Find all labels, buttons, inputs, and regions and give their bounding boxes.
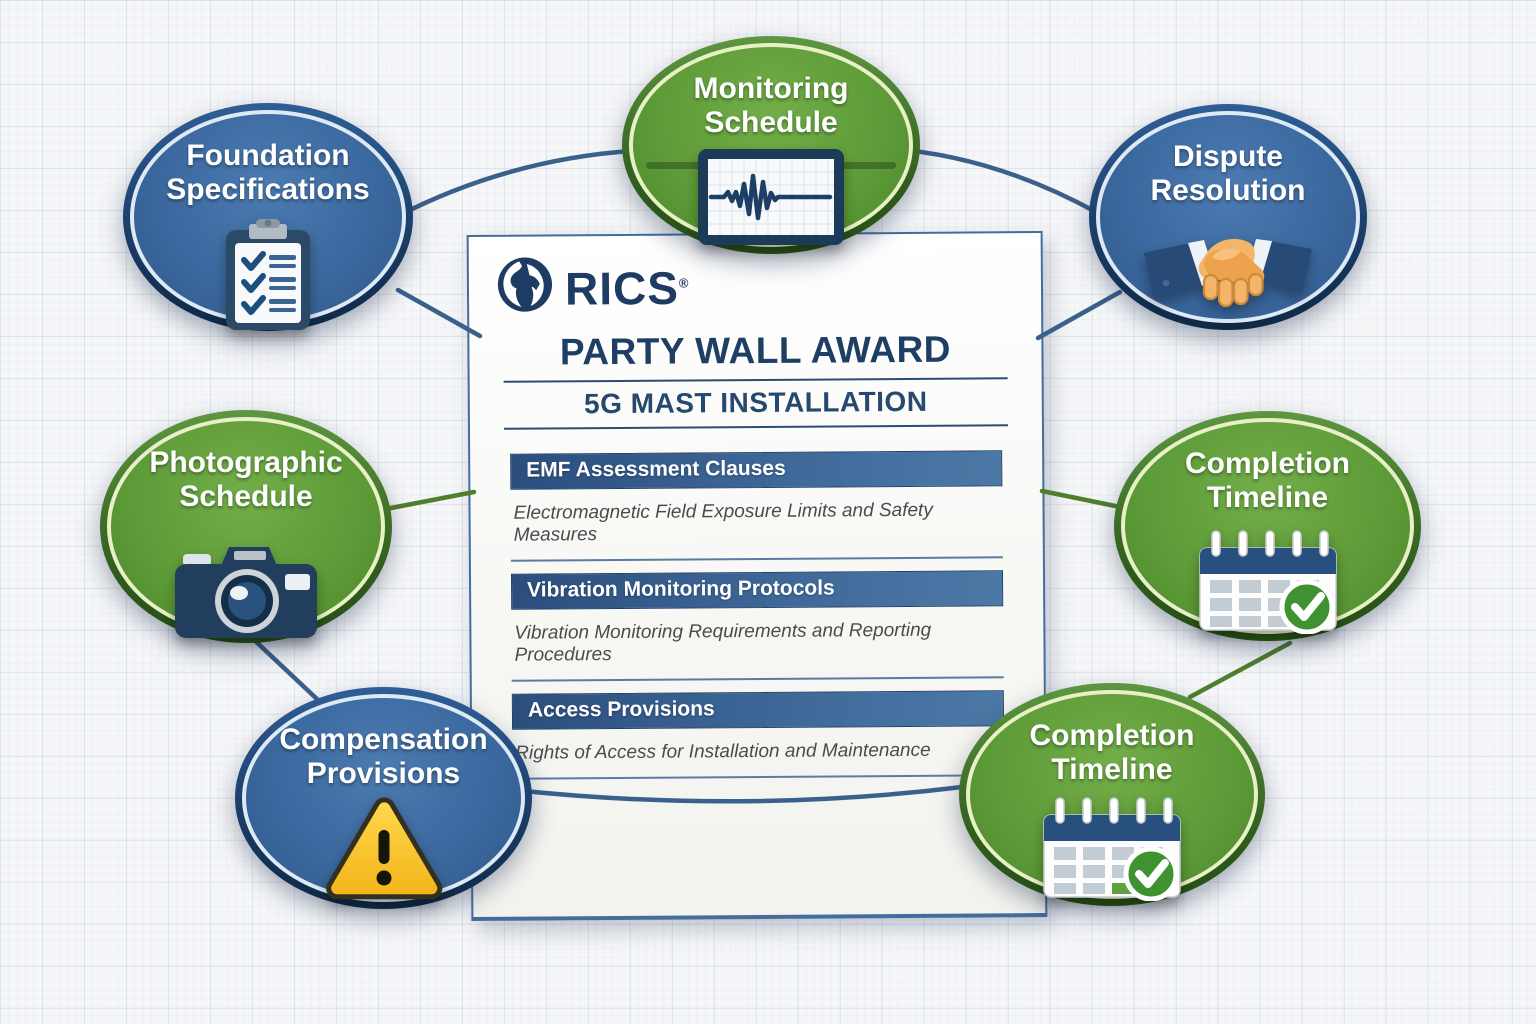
connector <box>511 784 965 804</box>
connector <box>395 287 483 339</box>
connector <box>247 633 321 703</box>
node-label: Compensation Provisions <box>279 723 488 790</box>
connector <box>1039 488 1123 510</box>
node-label: Dispute Resolution <box>1150 140 1306 207</box>
party-wall-award-document: RICS® PARTY WALL AWARD 5G MAST INSTALLAT… <box>466 230 1048 922</box>
connector <box>383 489 477 512</box>
node-label: Monitoring Schedule <box>693 72 849 139</box>
node-monitoring-schedule: Monitoring Schedule <box>622 36 920 254</box>
calendar-check-icon <box>1193 524 1343 639</box>
node-foundation-specifications: Foundation Specifications <box>123 103 413 331</box>
node-completion-timeline-right: Completion Timeline <box>1114 411 1421 641</box>
node-completion-timeline-bottom: Completion Timeline <box>959 683 1265 906</box>
node-dispute-resolution: Dispute Resolution <box>1089 104 1367 330</box>
node-label: Completion Timeline <box>1029 719 1195 786</box>
camera-icon <box>171 534 321 647</box>
node-label: Foundation Specifications <box>166 139 370 206</box>
node-label: Photographic Schedule <box>149 446 343 513</box>
node-photographic-schedule: Photographic Schedule <box>100 410 392 643</box>
node-compensation-provisions: Compensation Provisions <box>235 687 532 909</box>
rics-logo: RICS® <box>497 253 1041 318</box>
clipboard-checklist-icon <box>216 216 320 339</box>
calendar-check-icon <box>1037 791 1187 906</box>
connector <box>1035 289 1123 341</box>
handshake-icon <box>1142 219 1314 320</box>
connector <box>395 147 651 219</box>
node-label: Completion Timeline <box>1185 447 1350 514</box>
warning-triangle-icon <box>322 794 446 907</box>
connector <box>1187 640 1293 700</box>
seismograph-icon <box>696 147 846 252</box>
rics-lion-icon <box>497 256 553 317</box>
